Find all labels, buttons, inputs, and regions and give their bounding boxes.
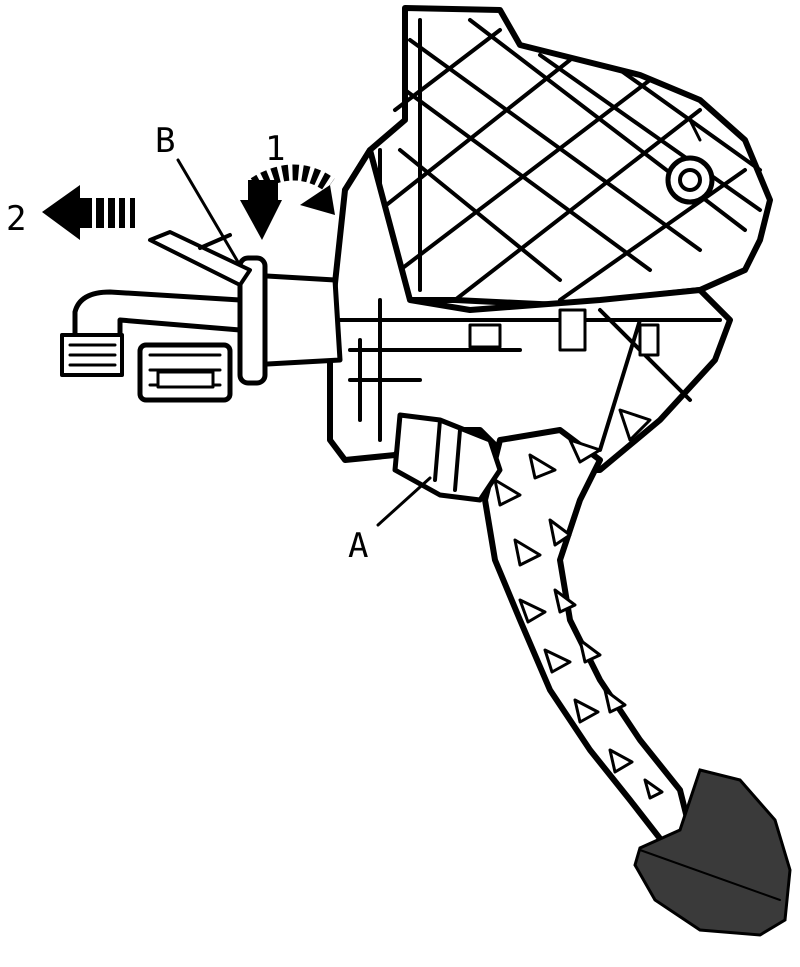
callout-1: 1 bbox=[265, 129, 285, 169]
callout-a: A bbox=[348, 526, 368, 566]
pedal-housing bbox=[308, 147, 733, 473]
pivot-bolt bbox=[665, 118, 715, 205]
electrical-plug bbox=[137, 342, 233, 403]
pedal-pad bbox=[633, 768, 792, 937]
clutch-switch-a bbox=[392, 412, 503, 503]
rotate-arrow-icon bbox=[240, 164, 335, 240]
pedal-arm bbox=[482, 408, 693, 848]
master-cylinder bbox=[60, 230, 343, 403]
hose-connector bbox=[60, 333, 124, 377]
pedal-bracket bbox=[342, 5, 773, 308]
leader-lines bbox=[176, 158, 432, 527]
callout-b: B bbox=[155, 121, 175, 161]
pull-arrow-icon bbox=[42, 185, 135, 240]
callout-2: 2 bbox=[6, 199, 26, 239]
